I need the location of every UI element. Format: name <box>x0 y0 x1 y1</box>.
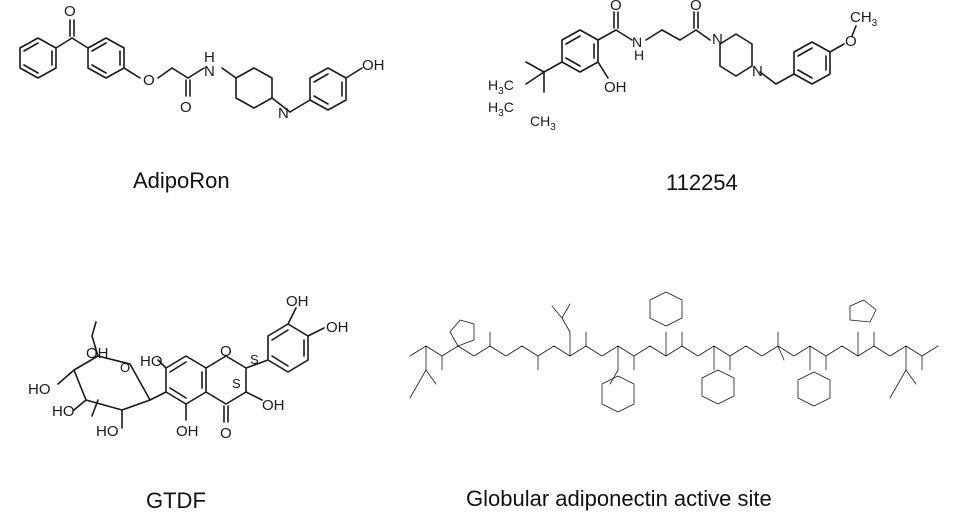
label-ch3-b: CH <box>530 113 550 129</box>
label-ch3-b-sub: 3 <box>550 122 556 133</box>
label-oh-sugar: OH <box>86 345 109 362</box>
gtdf-structure: OH OH OH HO HO HO HO OH OH O O S S O <box>28 293 349 442</box>
label-o3: O <box>180 99 192 116</box>
svg-text:CH3: CH3 <box>530 113 556 133</box>
label-o-ring: O <box>220 343 232 360</box>
label-n-amide: N <box>632 34 642 50</box>
label-oh1: OH <box>286 293 309 310</box>
label-ho3: HO <box>52 403 75 420</box>
label-oh: OH <box>362 57 385 74</box>
svg-text:CH3: CH3 <box>850 9 878 29</box>
label-o1: O <box>64 3 76 20</box>
panel-adiporon: O O O H N N OH AdipoRon <box>0 0 470 250</box>
panel-globular-adiponectin: Globular adiponectin active site <box>380 260 957 515</box>
label-o-methoxy: O <box>845 33 857 50</box>
aromatic-ring-a <box>165 355 207 405</box>
label-oh2: OH <box>326 319 349 336</box>
tyrosine-ring-3 <box>797 371 831 407</box>
tyrosine-ring-1 <box>601 375 635 413</box>
label-n: N <box>204 63 215 80</box>
label-n2: N <box>752 63 763 80</box>
caption-adiporon: AdipoRon <box>133 168 230 193</box>
label-h3c-b-h: H <box>488 99 498 115</box>
label-s2: S <box>232 376 241 391</box>
label-n-pip: N <box>278 105 289 122</box>
svg-text:H3C: H3C <box>488 77 514 97</box>
glucose-ring <box>73 355 151 411</box>
label-ch3-sub: 3 <box>872 18 878 29</box>
panel-gtdf: OH OH OH HO HO HO HO OH OH O O S S O GTD… <box>0 260 380 515</box>
piperazine-ring <box>719 33 753 77</box>
label-h3c-b-sub: 3 <box>498 108 504 119</box>
piperidine-ring <box>235 67 273 109</box>
panel-112254: O O N H N N OH O CH3 H3C H3C CH3 112254 <box>470 0 957 250</box>
tyrosine-ring-2 <box>649 291 683 327</box>
svg-text:H3C: H3C <box>488 99 514 119</box>
label-n1: N <box>712 31 723 48</box>
caption-gtdf: GTDF <box>146 488 206 513</box>
label-ch3: CH <box>850 9 872 26</box>
label-oh: OH <box>604 79 627 96</box>
caption-globular-adiponectin: Globular adiponectin active site <box>466 486 772 511</box>
peptide-structure <box>409 291 939 413</box>
cyclohexyl-ring <box>701 369 735 405</box>
label-nh-h: H <box>204 49 215 66</box>
peptide-backbone <box>409 345 939 357</box>
label-h3c-a-c: C <box>504 77 514 93</box>
label-o2: O <box>690 0 702 14</box>
caption-112254: 112254 <box>666 170 738 195</box>
benzene-ring-2 <box>87 37 125 79</box>
label-o1: O <box>610 0 622 14</box>
catechol-ring <box>267 323 309 373</box>
label-n-amide-h: H <box>634 47 644 63</box>
benzene-ring <box>19 37 57 79</box>
proline-ring <box>449 319 475 347</box>
label-oh-bottom: OH <box>176 423 199 440</box>
label-o-pyranose: O <box>120 360 130 375</box>
label-oh-ring: OH <box>262 397 285 414</box>
label-h3c-a-h: H <box>488 77 498 93</box>
label-h3c-b-c: C <box>504 99 514 115</box>
label-h3c-a-sub: 3 <box>498 86 504 97</box>
label-o2: O <box>143 72 155 89</box>
label-o-ketone: O <box>220 425 232 442</box>
compound-112254-structure: O O N H N N OH O CH3 H3C H3C CH3 <box>488 0 878 133</box>
label-ho4: HO <box>96 423 119 440</box>
label-ho2: HO <box>28 381 51 398</box>
adiporon-structure: O O O H N N OH <box>19 3 385 122</box>
label-ho1: HO <box>140 353 163 370</box>
imidazole-ring <box>849 299 877 323</box>
label-s1: S <box>250 352 259 367</box>
